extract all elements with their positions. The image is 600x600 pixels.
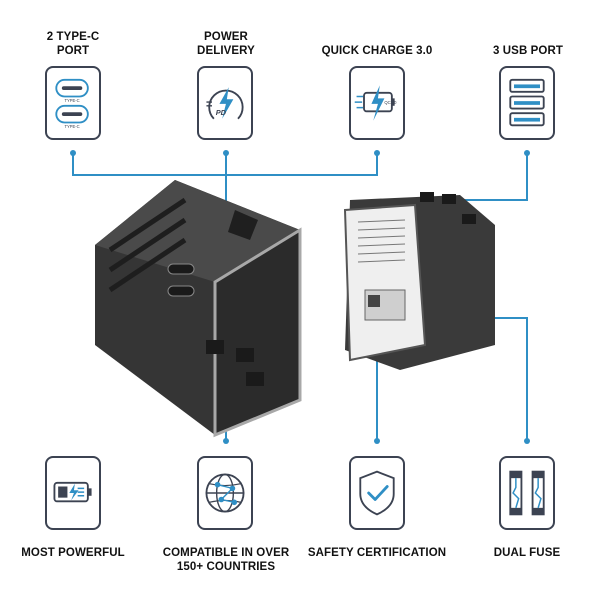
connector-dot	[524, 438, 530, 444]
type-c-icon-label-1: TYPE-C	[64, 98, 79, 103]
usb-a-port-icon	[499, 66, 555, 140]
label-usb-port: 3 USB PORT	[492, 45, 563, 57]
fuse-icon	[499, 456, 555, 530]
connector-dot	[223, 438, 229, 444]
label-dual-fuse: DUAL FUSE	[493, 547, 561, 559]
type-c-icon-label-2: TYPE-C	[64, 124, 79, 129]
usb-type-c-port-icon: TYPE-C TYPE-C	[45, 66, 101, 140]
label-most-powerful: MOST POWERFUL	[21, 547, 125, 559]
adapter-back-view	[343, 192, 495, 370]
pd-icon-label: PD	[216, 108, 227, 117]
connector-dot	[524, 150, 530, 156]
quick-charge-icon: QC3.0	[349, 66, 405, 140]
connector-dot	[223, 150, 229, 156]
power-delivery-icon: PD	[197, 66, 253, 140]
connector-dot	[374, 150, 380, 156]
label-safety-certification: SAFETY CERTIFICATION	[307, 547, 447, 559]
shield-check-icon	[349, 456, 405, 530]
connector-dot	[70, 150, 76, 156]
qc-icon-label: QC3.0	[384, 100, 397, 105]
battery-icon	[45, 456, 101, 530]
label-quick-charge: QUICK CHARGE 3.0	[321, 45, 433, 57]
connector-dot	[374, 438, 380, 444]
adapter-front-view	[95, 180, 302, 438]
globe-icon	[197, 456, 253, 530]
